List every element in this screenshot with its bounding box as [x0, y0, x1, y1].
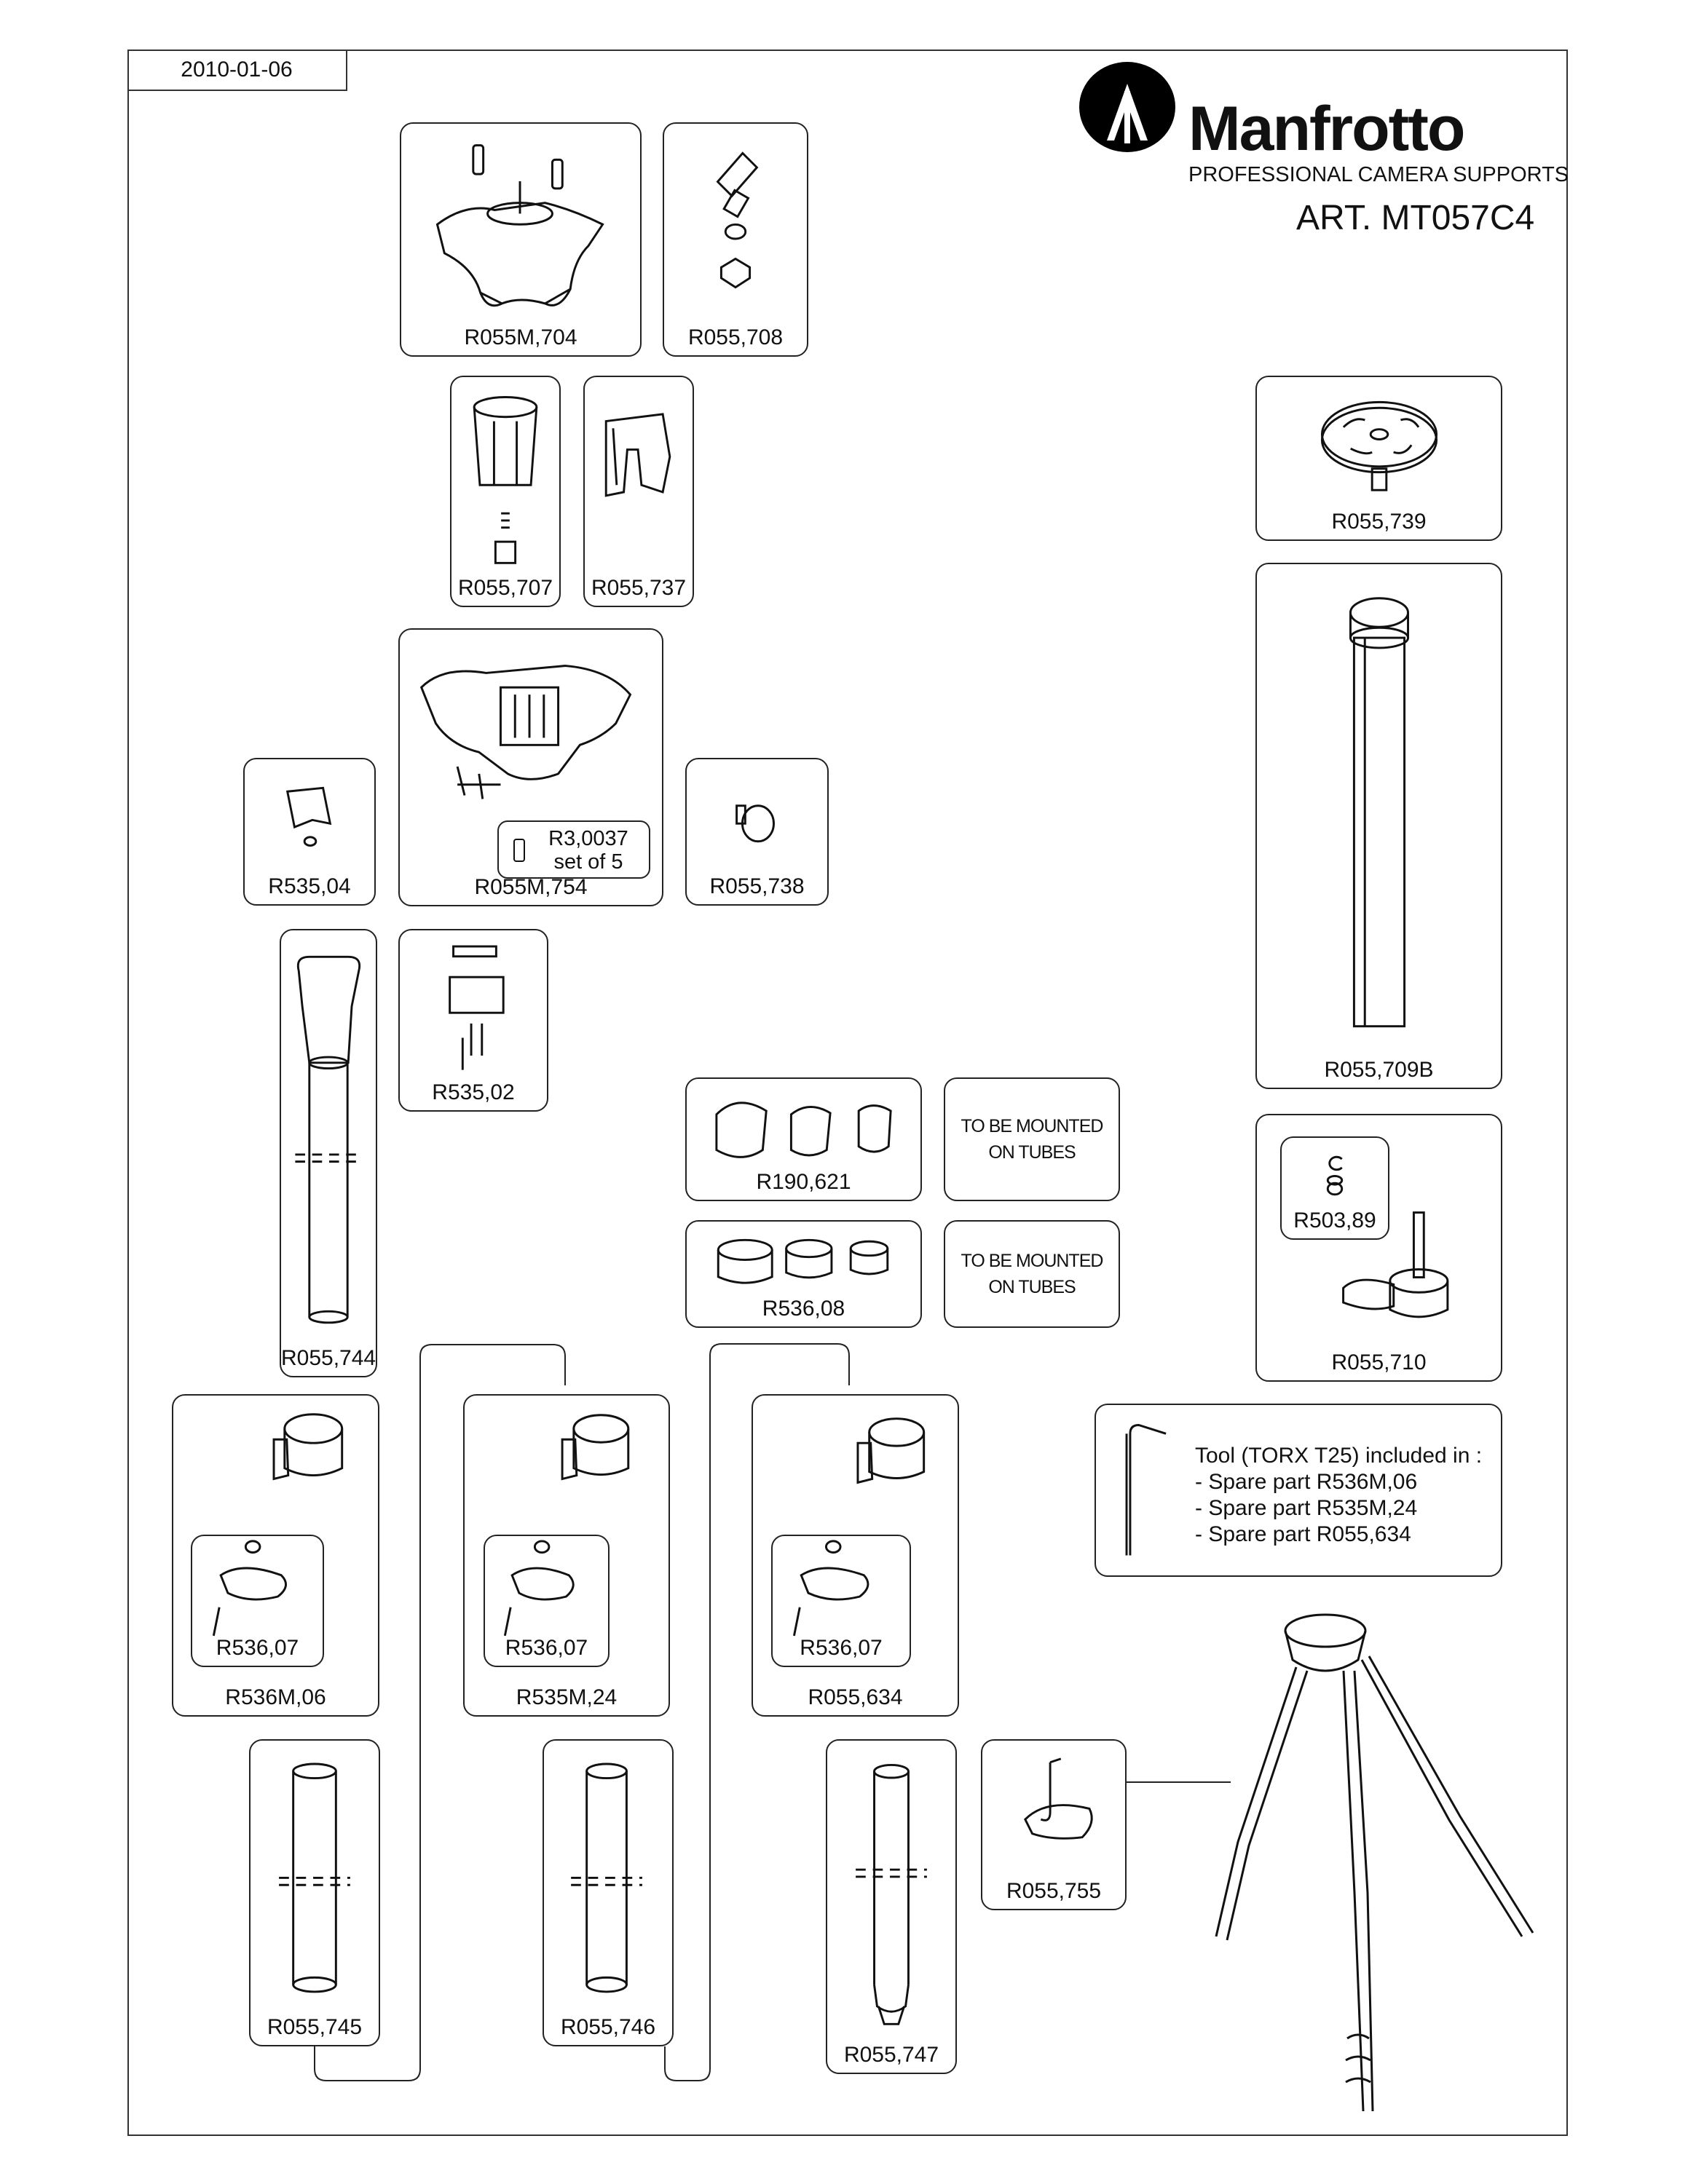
- part-code: R536M,06: [225, 1685, 326, 1709]
- part-code: R055,737: [591, 576, 687, 600]
- note-line: TO BE MOUNTED: [961, 1251, 1104, 1271]
- tool-item: - Spare part R536M,06: [1195, 1470, 1418, 1494]
- part-r535-02[interactable]: R535,02: [398, 929, 548, 1112]
- torx-key-icon: [1125, 1424, 1167, 1556]
- part-quantity: set of 5: [553, 850, 623, 874]
- brand-tagline: PROFESSIONAL CAMERA SUPPORTS: [1188, 163, 1569, 186]
- part-code: R3,0037: [548, 827, 628, 850]
- lever-icon: [793, 1540, 869, 1637]
- part-code: R055,747: [843, 2043, 939, 2067]
- part-r055-746[interactable]: R055,746: [543, 1739, 674, 2046]
- part-code: R535,04: [268, 874, 351, 898]
- part-code: R503,89: [1293, 1208, 1376, 1233]
- leg-angle-pin-icon: [716, 151, 759, 289]
- drawing-frame: [127, 50, 1568, 2136]
- part-r535-04[interactable]: R535,04: [243, 758, 376, 906]
- part-r536-07-c[interactable]: R536,07: [771, 1535, 911, 1667]
- part-code: R055,707: [457, 576, 553, 600]
- part-r055-738[interactable]: R055,738: [685, 758, 829, 906]
- part-r536-08[interactable]: R536,08: [685, 1220, 922, 1328]
- leg-lock-icon: [856, 1417, 926, 1484]
- article-number: ART. MT057C4: [1296, 199, 1535, 237]
- column-lock-sleeve-icon: [473, 396, 538, 564]
- part-r055-755[interactable]: R055,755: [981, 1739, 1127, 1910]
- tripod-top-casting-icon: [435, 144, 604, 307]
- part-code: R536,07: [800, 1636, 883, 1660]
- tool-title: Tool (TORX T25) included in :: [1195, 1444, 1483, 1468]
- tool-item: - Spare part R535M,24: [1195, 1496, 1418, 1520]
- leg-tube-icon: [279, 1762, 350, 1993]
- part-r055-708[interactable]: R055,708: [663, 122, 808, 357]
- part-r055-745[interactable]: R055,745: [249, 1739, 380, 2046]
- note-line: ON TUBES: [988, 1142, 1076, 1163]
- manfrotto-logo-icon: [1079, 62, 1175, 152]
- part-code: R055,710: [1331, 1350, 1427, 1374]
- note-line: ON TUBES: [988, 1277, 1076, 1297]
- column-lock-knob-icon: [1342, 1211, 1449, 1318]
- mounting-note-2: TO BE MOUNTED ON TUBES: [944, 1220, 1120, 1328]
- rings-icon: [717, 1238, 889, 1284]
- part-r055-744[interactable]: R055,744: [280, 929, 377, 1377]
- leg-tube-icon: [571, 1762, 642, 1993]
- part-r3-0037[interactable]: R3,0037 set of 5: [497, 820, 650, 879]
- pin-icon: [513, 839, 525, 862]
- lever-icon: [212, 1540, 287, 1637]
- plate-disk-icon: [1320, 400, 1438, 491]
- leg-lock-icon: [272, 1413, 344, 1481]
- tool-note: Tool (TORX T25) included in : - Spare pa…: [1095, 1404, 1502, 1577]
- cap-icon: [735, 804, 775, 843]
- part-r055-707[interactable]: R055,707: [450, 376, 561, 607]
- part-code: R055M,704: [464, 325, 577, 349]
- part-r536-07-b[interactable]: R536,07: [484, 1535, 610, 1667]
- part-r055m-704[interactable]: R055M,704: [400, 122, 642, 357]
- part-code: R055,755: [1006, 1879, 1102, 1903]
- leg-stop-icon: [285, 786, 332, 847]
- part-r190-621[interactable]: R190,621: [685, 1077, 922, 1201]
- part-code: R055,634: [808, 1685, 903, 1709]
- part-code: R536,08: [762, 1297, 845, 1321]
- part-r055-739[interactable]: R055,739: [1255, 376, 1502, 541]
- date-label: 2010-01-06: [127, 50, 347, 91]
- leg-angle-selector-icon: [449, 945, 505, 1070]
- spider-casting-icon: [419, 665, 632, 799]
- part-r055-709b[interactable]: R055,709B: [1255, 563, 1502, 1089]
- part-code: R536,07: [505, 1636, 588, 1660]
- note-line: TO BE MOUNTED: [961, 1116, 1104, 1136]
- part-code: R536,07: [216, 1636, 299, 1660]
- part-r055-737[interactable]: R055,737: [583, 376, 694, 607]
- part-code: R535,02: [432, 1080, 515, 1104]
- column-clip-icon: [604, 413, 671, 497]
- tool-item: - Spare part R055,634: [1195, 1522, 1411, 1546]
- foot-tube-icon: [856, 1763, 927, 2025]
- part-r055-747[interactable]: R055,747: [826, 1739, 957, 2074]
- part-code: R190,621: [756, 1170, 851, 1194]
- tripod-illustration-icon: [1215, 1613, 1534, 2112]
- brand-name: Manfrotto: [1188, 94, 1465, 164]
- upper-leg-tube-icon: [295, 955, 362, 1324]
- part-code: R055,708: [687, 325, 784, 349]
- hook-clamp-icon: [1024, 1757, 1093, 1840]
- part-r503-89[interactable]: R503,89: [1280, 1136, 1389, 1240]
- part-code: R055M,754: [474, 875, 588, 899]
- part-code: R055,738: [709, 874, 805, 898]
- part-code: R535M,24: [516, 1685, 618, 1709]
- part-code: R055,746: [560, 2015, 656, 2039]
- part-r055m-754[interactable]: R055M,754: [398, 628, 663, 906]
- leg-lock-icon: [561, 1414, 630, 1481]
- split-rings-icon: [715, 1101, 892, 1158]
- mounting-note-1: TO BE MOUNTED ON TUBES: [944, 1077, 1120, 1201]
- part-code: R055,745: [267, 2015, 363, 2039]
- center-column-icon: [1349, 597, 1410, 1028]
- circlip-icon: [1326, 1155, 1344, 1196]
- part-code: R055,709B: [1324, 1058, 1434, 1082]
- part-r536-07-a[interactable]: R536,07: [191, 1535, 324, 1667]
- part-code: R055,744: [281, 1346, 376, 1370]
- part-code: R055,739: [1331, 510, 1427, 534]
- lever-icon: [503, 1540, 575, 1637]
